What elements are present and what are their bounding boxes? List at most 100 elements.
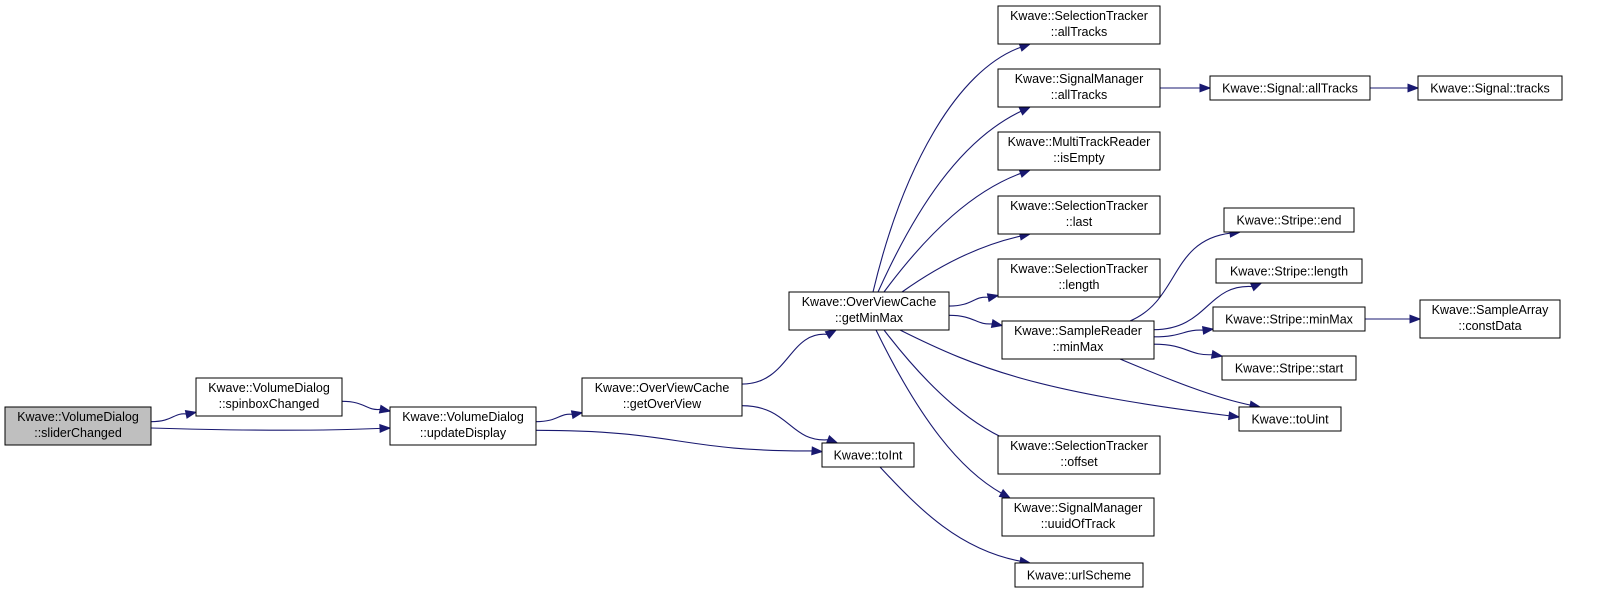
node-box — [997, 68, 1161, 108]
node-signal-manager-all-tracks[interactable]: Kwave::SignalManager ::allTracks — [997, 68, 1161, 108]
node-stripe-min-max[interactable]: Kwave::Stripe::minMax — [1212, 306, 1366, 332]
node-label: Kwave::Signal::allTracks — [1222, 82, 1358, 96]
node-label: Kwave::Signal::tracks — [1430, 82, 1550, 96]
node-label-line2: ::length — [1058, 278, 1099, 292]
edge-arrowhead — [1018, 169, 1032, 178]
node-label: Kwave::Stripe::end — [1237, 214, 1342, 228]
node-to-int[interactable]: Kwave::toInt — [821, 442, 915, 468]
node-selection-tracker-last[interactable]: Kwave::SelectionTracker ::last — [997, 195, 1161, 235]
node-label: Kwave::toUint — [1251, 413, 1329, 427]
node-label-line1: Kwave::MultiTrackReader — [1008, 135, 1151, 149]
edge-arrowhead — [378, 404, 392, 414]
node-selection-tracker-offset[interactable]: Kwave::SelectionTracker ::offset — [997, 435, 1161, 475]
edge-arrowhead — [825, 434, 839, 444]
node-label-line1: Kwave::VolumeDialog — [208, 381, 330, 395]
node-box — [821, 442, 915, 468]
node-box — [997, 435, 1161, 475]
node-signal-tracks[interactable]: Kwave::Signal::tracks — [1417, 75, 1563, 101]
edge-getMinMax-to-uuidOfTrack — [875, 329, 1003, 495]
edge-arrowhead — [1407, 83, 1420, 93]
node-label-line2: ::last — [1066, 215, 1093, 229]
node-to-uint[interactable]: Kwave::toUint — [1238, 406, 1342, 432]
node-label: Kwave::toInt — [834, 449, 903, 463]
node-box — [788, 291, 950, 331]
edge-arrowhead — [811, 446, 824, 456]
node-label-line2: ::sliderChanged — [34, 426, 122, 440]
node-signal-all-tracks[interactable]: Kwave::Signal::allTracks — [1209, 75, 1371, 101]
edge-arrowhead — [1018, 106, 1032, 116]
edge-arrowhead — [1249, 282, 1263, 292]
node-label-line2: ::allTracks — [1051, 25, 1108, 39]
node-get-over-view[interactable]: Kwave::OverViewCache ::getOverView — [581, 377, 743, 417]
edge-arrowhead — [1018, 43, 1032, 52]
edge-arrowhead — [1201, 325, 1215, 335]
edge-updateDisplay-to-toInt — [535, 429, 814, 452]
node-slider-changed[interactable]: Kwave::VolumeDialog ::sliderChanged — [4, 406, 152, 446]
edge-arrowhead — [1409, 314, 1422, 324]
edge-getMinMax-to-srMinMax — [948, 314, 994, 325]
node-label-line1: Kwave::SelectionTracker — [1010, 199, 1148, 213]
node-label: Kwave::Stripe::length — [1230, 265, 1348, 279]
edge-sliderChanged-to-updateDisplay — [150, 427, 382, 431]
node-box — [997, 195, 1161, 235]
node-sample-reader-min-max[interactable]: Kwave::SampleReader ::minMax — [1001, 320, 1155, 360]
node-label-line2: ::allTracks — [1051, 88, 1108, 102]
edge-arrowhead — [998, 488, 1012, 499]
node-stripe-length[interactable]: Kwave::Stripe::length — [1215, 258, 1363, 284]
node-box — [389, 406, 537, 446]
edge-getOverView-to-toInt — [741, 405, 829, 441]
edge-arrowhead — [184, 409, 198, 419]
edge-srMinMax-to-stripeEnd — [1129, 232, 1232, 322]
node-selection-tracker-length[interactable]: Kwave::SelectionTracker ::length — [997, 258, 1161, 298]
node-label-line2: ::getMinMax — [835, 311, 904, 325]
edge-getMinMax-to-selLast — [901, 235, 1022, 293]
node-label-line2: ::spinboxChanged — [219, 397, 320, 411]
node-box — [997, 5, 1161, 45]
edge-arrowhead — [1210, 349, 1224, 359]
edge-srMinMax-to-stripeLength — [1153, 286, 1254, 331]
node-signal-manager-uuid-of-track[interactable]: Kwave::SignalManager ::uuidOfTrack — [1001, 497, 1155, 537]
node-url-scheme[interactable]: Kwave::urlScheme — [1014, 562, 1144, 588]
node-get-min-max[interactable]: Kwave::OverViewCache ::getMinMax — [788, 291, 950, 331]
edge-arrowhead — [990, 319, 1004, 328]
node-box — [1001, 320, 1155, 360]
edges — [150, 43, 1422, 566]
node-label-line2: ::updateDisplay — [420, 426, 507, 440]
node-spinbox-changed[interactable]: Kwave::VolumeDialog ::spinboxChanged — [195, 377, 343, 417]
node-box — [1212, 306, 1366, 332]
node-label-line1: Kwave::SignalManager — [1014, 501, 1143, 515]
edge-arrowhead — [379, 423, 392, 433]
node-stripe-end[interactable]: Kwave::Stripe::end — [1223, 207, 1355, 233]
edge-getMinMax-to-smAllTracks — [877, 110, 1023, 293]
node-label-line1: Kwave::SelectionTracker — [1010, 9, 1148, 23]
node-box — [4, 406, 152, 446]
node-box — [1014, 562, 1144, 588]
node-box — [1215, 258, 1363, 284]
node-label-line1: Kwave::OverViewCache — [595, 381, 730, 395]
node-selection-tracker-all-tracks[interactable]: Kwave::SelectionTracker ::allTracks — [997, 5, 1161, 45]
node-box — [1419, 299, 1561, 339]
edge-getMinMax-to-selAllTracks — [872, 46, 1022, 293]
edge-sliderChanged-to-spinboxChanged — [150, 413, 188, 423]
node-multi-track-reader-is-empty[interactable]: Kwave::MultiTrackReader ::isEmpty — [997, 131, 1161, 171]
node-label-line1: Kwave::VolumeDialog — [402, 410, 524, 424]
node-box — [1209, 75, 1371, 101]
edge-arrowhead — [824, 329, 838, 340]
edge-getMinMax-to-toUint — [899, 329, 1231, 417]
node-stripe-start[interactable]: Kwave::Stripe::start — [1221, 355, 1357, 381]
node-box — [1223, 207, 1355, 233]
node-label-line2: ::getOverView — [623, 397, 702, 411]
node-label-line1: Kwave::SelectionTracker — [1010, 262, 1148, 276]
node-update-display[interactable]: Kwave::VolumeDialog ::updateDisplay — [389, 406, 537, 446]
node-label-line1: Kwave::SelectionTracker — [1010, 439, 1148, 453]
node-box — [997, 131, 1161, 171]
edge-spinboxChanged-to-updateDisplay — [341, 400, 382, 411]
edge-srMinMax-to-toUint — [1119, 358, 1252, 406]
edge-arrowhead — [1228, 411, 1241, 421]
node-box — [581, 377, 743, 417]
node-label: Kwave::urlScheme — [1027, 569, 1131, 583]
node-sample-array-const-data[interactable]: Kwave::SampleArray ::constData — [1419, 299, 1561, 339]
node-box — [1417, 75, 1563, 101]
node-label-line2: ::uuidOfTrack — [1041, 517, 1116, 531]
